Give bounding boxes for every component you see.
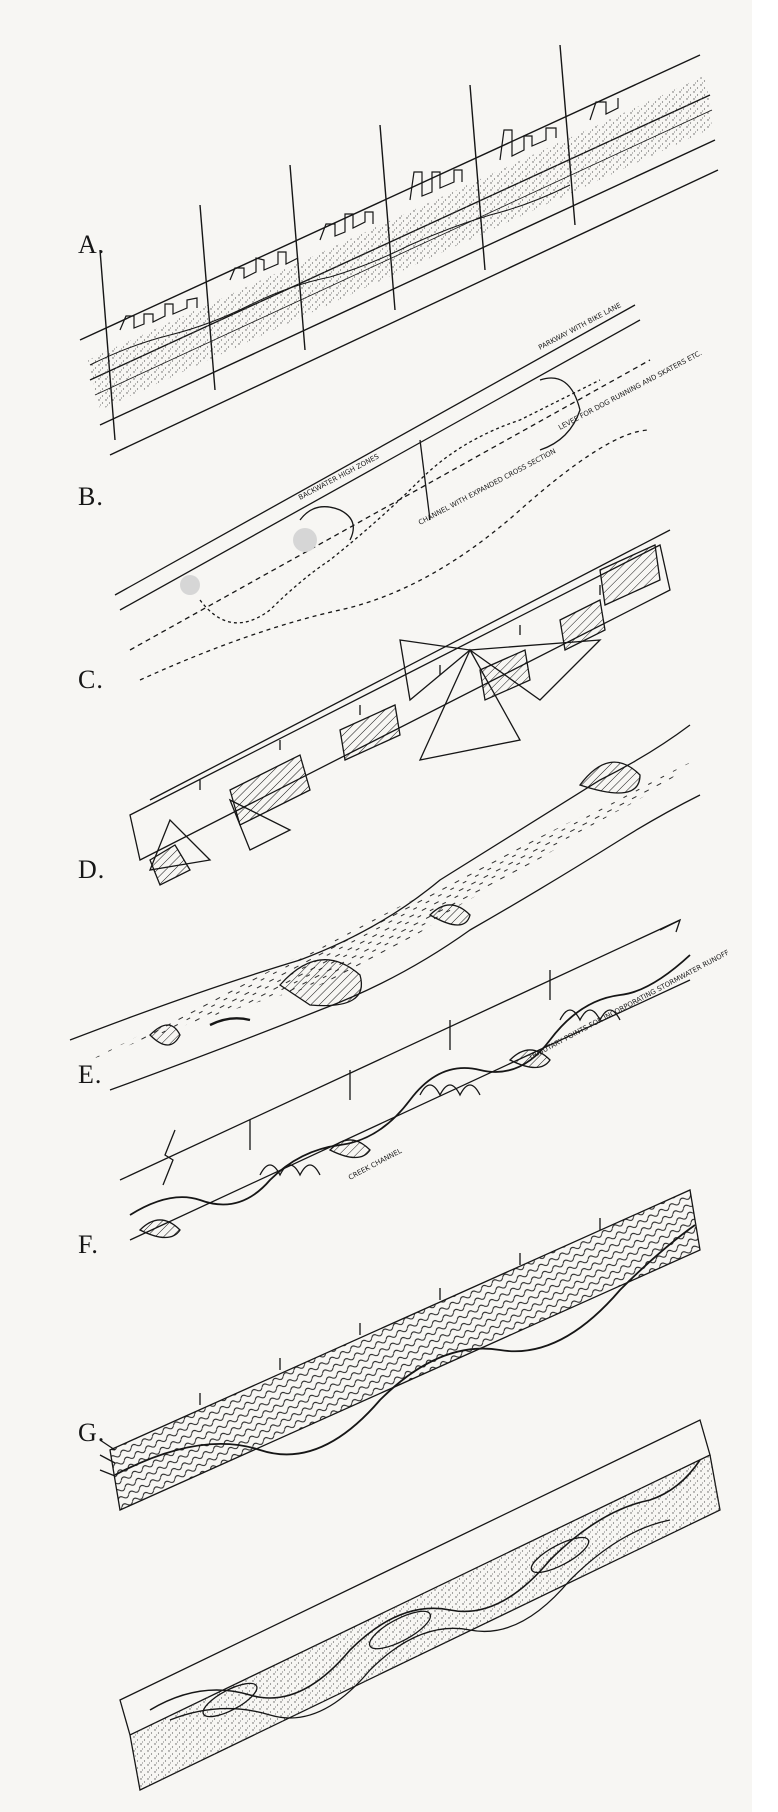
panel-d-drawing (70, 725, 700, 1090)
annotation-backwater: BACKWATER HIGH ZONES (297, 452, 381, 502)
annotation-channel: CHANNEL WITH EXPANDED CROSS SECTION (417, 447, 557, 527)
panel-label-a: A. (78, 230, 105, 260)
panel-label-c: C. (78, 665, 104, 695)
panel-f-drawing (100, 1190, 700, 1510)
panel-e-drawing: TRIBUTARY POINTS FOR INCORPORATING STORM… (120, 920, 730, 1240)
panel-label-e: E. (78, 1060, 102, 1090)
panel-label-d: D. (78, 855, 105, 885)
panel-g-drawing (120, 1420, 720, 1790)
panel-c-drawing (130, 530, 670, 885)
panel-label-f: F. (78, 1230, 99, 1260)
annotation-parkway: PARKWAY WITH BIKE LANE (537, 301, 622, 351)
annotation-tributary: TRIBUTARY POINTS FOR INCORPORATING STORM… (526, 949, 730, 1063)
panel-label-g: G. (78, 1418, 105, 1448)
panel-label-b: B. (78, 482, 104, 512)
